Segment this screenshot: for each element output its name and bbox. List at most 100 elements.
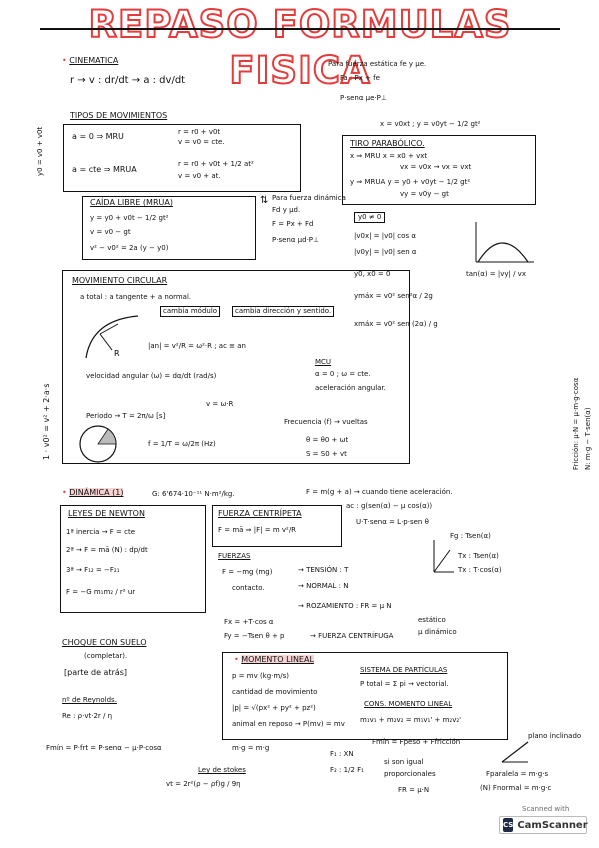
cantidad-movimiento: cantidad de movimiento [232,688,318,696]
camscanner-logo-icon: CS [503,818,514,832]
ac-eq: ac : g(sen(α) − μ cos(α)) [346,502,433,510]
stokes-title: Ley de stokes [198,766,246,774]
fx-eq: Fx = +T·cos α [224,618,274,626]
f-eq: f = 1/T = ω/2π (Hz) [148,440,216,448]
mrua-position: r = r0 + v0t + 1/2 at² [178,160,254,168]
circular-box [62,270,410,464]
tiro-vy: vy = v0y − gt [400,190,449,198]
reynolds-title: nº de Reynolds. [62,696,117,704]
mg-eq: m·g = m·g [232,744,270,752]
page-title: REPASO FORMULAS FISICA [87,2,512,93]
caida-v: v = v0 − gt [90,228,131,236]
circle-sector-icon [79,425,117,463]
a-total: a total : a tangente + a normal. [80,293,192,301]
momento-p: p = mv (kg·m/s) [232,672,289,680]
dynamic-force-note1: Para fuerza dinámica [272,194,346,202]
circle-arc-icon: R [85,315,139,359]
caida-libre-box [82,196,256,260]
static-force-eq2: P·senα μe·P⊥ [340,94,387,102]
centripeta-title: FUERZA CENTRÍPETA [218,509,302,518]
svg-text:R: R [114,349,120,358]
margin-note-left-bottom: 1 · v0² = v² + 2·a·s [42,383,51,460]
fuerza-peso: Fmín = Fpeso + Ffricción [372,738,461,746]
cons-momento-eq: m₁v₁ + m₂v₂ = m₁v₁' + m₂v₂' [360,716,462,724]
cons-momento-title: CONS. MOMENTO LINEAL [364,700,453,708]
dynamic-force-note4: P·senα μd·P⊥ [272,236,320,244]
scanned-with-label: Scanned with [522,805,570,813]
fparalela: Fparalela = m·g·s [486,770,549,778]
tiro-x: x ⇒ MRU x = x0 + vxt [350,152,428,160]
f2-eq: F₂ : 1/2 F₁ [330,766,364,774]
camscanner-badge: CS CamScanner [499,816,588,834]
fg-eq: Fg : Tsen(α) [450,532,491,540]
cambia-modulo: cambia módulo [160,306,221,317]
fuerzas-title: FUERZAS [218,552,251,560]
kinematics-chain: r → v : dr/dt → a : dv/dt [70,75,186,86]
gravity-constant: G: 6'674·10⁻¹¹ N·m²/kg. [152,490,235,498]
ymax-eq: ymáx = v0² sen²α / 2g [354,292,433,300]
momento-title: • MOMENTO LINEAL [234,655,314,664]
fr-eq: FR = μ·N [398,786,430,794]
fmin-eq: Fmín = P·frt = P·senα − μ·P·cosα [46,744,162,752]
contacto: contacto. [232,584,265,592]
incline-icon [501,741,529,763]
choque-completar: (completar). [84,652,128,660]
y0-x0-zero: y0, x0 = 0 [354,270,391,278]
title-strikethrough [40,28,560,30]
y0-not-zero: y0 ≠ 0 [354,212,386,223]
tan-eq: tan(α) = |vy| / vx [466,270,526,278]
dinamico: μ dinámico [418,628,457,636]
mru-position: r = r0 + v0t [178,128,221,136]
gravitation-law: F = −G m₁m₂ / r² ur [66,588,136,596]
ut-eq: U·T·senα = L·p·sen θ [356,518,429,526]
si-son-igual: si son igual [384,758,424,766]
margin-note-right-2: N: m·g − T·sen(α) [584,407,592,470]
margin-note-left-top: y0 = v0 + v0t [36,126,44,176]
tiro-vx: vx = v0x → vx = vxt [400,163,472,171]
mrua-velocity: v = v0 + at. [178,172,221,180]
txy-eq: Tx : T·cos(α) [458,566,502,574]
fnormal: (N) Fnormal = m·g·c [480,784,552,792]
double-arrow: ⇅ [260,195,269,206]
peso-eq: F = −mg (mg) [222,568,273,576]
ley-1: 1ª inercia → F = cte [66,528,136,536]
parabola-graph-icon [475,222,534,263]
v0y-eq: |v0y| = |v0| sen α [354,248,417,256]
fy-eq: Fy = −Tsen θ + p [224,632,285,640]
caida-y: y = y0 + v0t − 1/2 gt² [90,214,169,222]
tx-eq: Tx : Tsen(α) [458,552,499,560]
dinamica-heading: • DINÁMICA (1) [62,488,124,497]
dynamic-force-note2: Fd y μd. [272,206,301,214]
mcu-angular-accel: aceleración angular. [315,384,386,392]
tiro-y: y ⇒ MRUA y = y0 + v0yt − 1/2 gt² [350,178,471,186]
xmax-eq: xmáx = v0² sen (2α) / g [354,320,438,328]
frecuencia: Frecuencia (f) → vueltas [284,418,368,426]
f1-eq: F₁ : XN [330,750,354,758]
tension: → TENSIÓN : T [298,566,349,574]
periodo: Periodo → T = 2π/ω [s] [86,412,166,420]
centripeta-eq: F = mā ⇒ |F| = m v²/R [218,526,297,534]
mru-mrua-box [63,124,301,192]
tiro-parabolico-title: TIRO PARABÓLICO. [350,139,425,148]
circular-title: MOVIMIENTO CIRCULAR [72,276,168,285]
s-eq: S = S0 + vt [306,450,347,458]
mru-velocity: v = v0 = cte. [178,138,225,146]
stokes-eq: vt = 2r²(ρ − ρf)g / 9η [166,780,241,788]
rozamiento: → ROZAMIENTO : FR = μ N [298,602,392,610]
modulo-p: |p| = √(px² + py² + pz²) [232,704,316,712]
static-force-note: Para fuerza estática fe y μe. [328,60,427,68]
plano-inclinado: plano inclinado [528,732,582,740]
caida-v2: v² − v0² = 2a (y − y0) [90,244,169,252]
parabolic-xy: x = v0xt ; y = v0yt − 1/2 gt² [380,120,481,128]
normal-accel: |an| = v²/R = ω²·R ; ac ≡ an [148,342,246,350]
mcu-label: MCU [315,358,332,366]
tiro-parabolico-box [342,135,536,205]
animal-reposo: animal en reposo → P(mv) = mv [232,720,345,728]
dynamic-force-note3: F = Px + Fd [272,220,314,228]
leyes-newton-box [60,505,206,613]
fuerza-centrifuga: → FUERZA CENTRÍFUGA [310,632,394,640]
leyes-newton-title: LEYES DE NEWTON [68,509,145,518]
reynolds-eq: Re : ρ·vt·2r / η [62,712,113,720]
margin-note-right: Fricción: μ·N = μ·m·g·cosα [572,377,580,470]
mcu-alpha: α = 0 ; ω = cte. [315,370,371,378]
